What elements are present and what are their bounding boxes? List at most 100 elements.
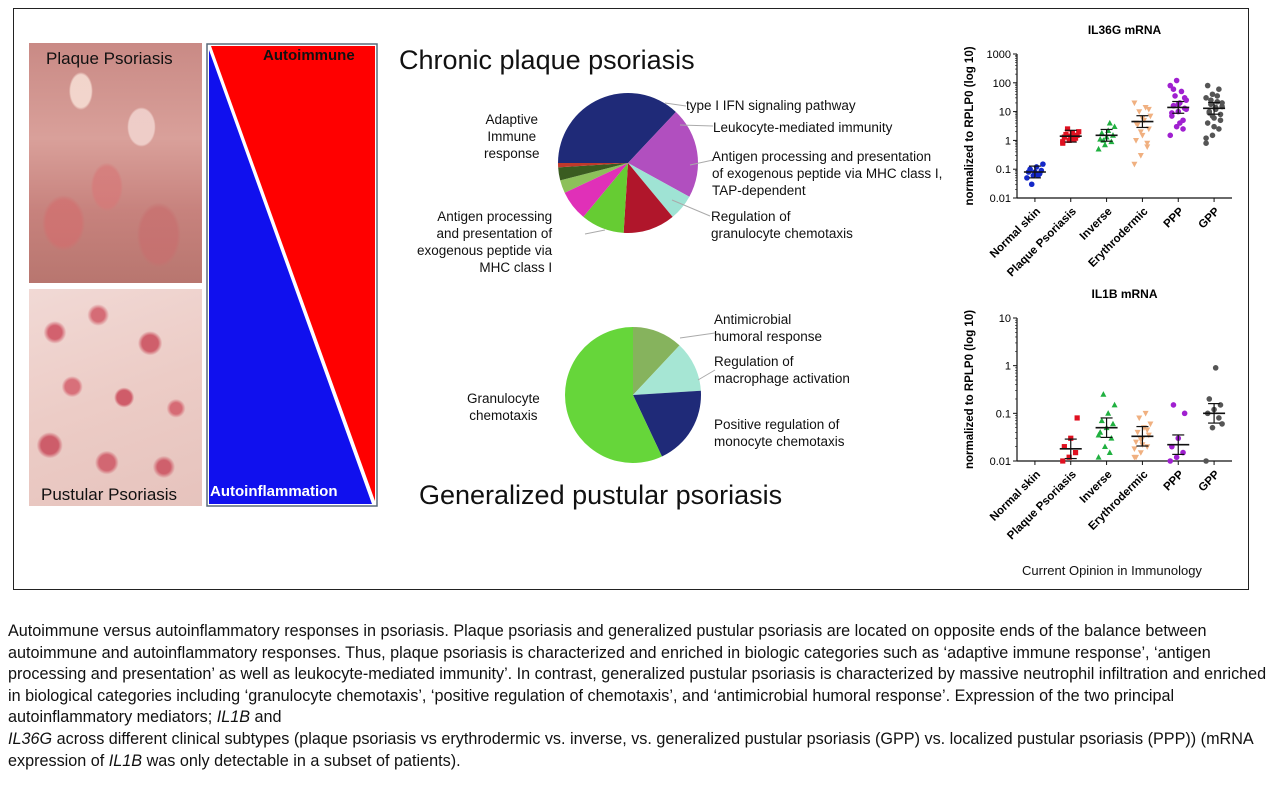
il36g-point-3-1 [1137, 153, 1144, 159]
il36g-ytick-label-3: 1 [1005, 135, 1011, 147]
il36g-ytick-label-0: 1000 [987, 49, 1011, 61]
plaque-slice-4 [583, 163, 628, 233]
il36g-ytick-label-4: 0.1 [996, 164, 1011, 176]
il1b-point-2-0 [1095, 454, 1102, 460]
il36g-point-1-7 [1069, 130, 1075, 136]
generalized-pustular-title: Generalized pustular psoriasis [419, 480, 783, 510]
il36g-ylabel: normalized to RPLP0 (log 10) [964, 46, 976, 205]
il36g-point-4-14 [1169, 110, 1175, 116]
caption-gene-il1b: IL1B [216, 708, 251, 727]
il1b-point-2-8 [1111, 401, 1118, 408]
il1b-point-3-13 [1144, 427, 1151, 434]
il1b-point-2-11 [1095, 431, 1102, 438]
il1b-point-3-2 [1144, 444, 1151, 450]
il1b-point-5-5 [1217, 402, 1224, 408]
il1b-point-1-2 [1072, 450, 1079, 456]
il36g-point-5-12 [1209, 91, 1216, 98]
plaque-slice-5 [564, 163, 628, 217]
il36g-point-5-10 [1214, 98, 1221, 105]
caption-part3: was only detectable in a subset of patie… [142, 751, 461, 770]
il36g-point-1-5 [1074, 132, 1080, 138]
pie-label-antimicrobial: Antimicrobial humoral response [714, 311, 822, 345]
leader-line-0 [664, 102, 687, 107]
il1b-point-5-6 [1206, 396, 1213, 402]
plaque-slice-7 [558, 163, 628, 181]
il36g-point-4-16 [1181, 95, 1188, 101]
il36g-ytick-label-1: 100 [993, 78, 1011, 90]
pie-plaque [558, 92, 698, 234]
pie-pustular [564, 327, 701, 464]
il36g-point-5-2 [1216, 126, 1222, 132]
il36g-point-3-2 [1144, 144, 1151, 150]
il36g-point-4-11 [1167, 82, 1174, 89]
pie-label-adaptive: Adaptive Immune response [484, 111, 540, 162]
pustular-psoriasis-photo: Pustular Psoriasis [29, 289, 202, 506]
autoimmune-label: Autoimmune [263, 47, 355, 64]
plaque-psoriasis-label: Plaque Psoriasis [46, 49, 173, 68]
il1b-point-4-6 [1170, 402, 1177, 408]
caption-and: and [250, 708, 282, 727]
il36g-point-0-8 [1040, 161, 1046, 167]
il36g-point-2-0 [1095, 145, 1102, 152]
pie-label-antigen-mhc1-text: Antigen processing and presentation of e… [417, 209, 553, 275]
balance-triangle: Autoimmune Autoinflammation [206, 43, 378, 507]
pie-label-ifn: type I IFN signaling pathway [686, 97, 856, 114]
leader-line-1 [679, 124, 714, 127]
il1b-point-2-10 [1106, 449, 1113, 456]
il36g-xtick-label-2: Inverse [1078, 206, 1115, 243]
pie-label-macrophage-text: Regulation of macrophage activation [714, 354, 850, 386]
il36g-point-4-1 [1173, 123, 1180, 130]
il1b-point-5-8 [1219, 421, 1225, 427]
il36g-point-5-1 [1209, 132, 1216, 139]
pie-label-antigen-tap: Antigen processing and presentation of e… [712, 148, 942, 199]
il36g-point-4-17 [1170, 86, 1177, 92]
journal-credit: Current Opinion in Immunology [1022, 563, 1202, 578]
autoinflammation-label: Autoinflammation [210, 483, 338, 500]
il1b-point-1-4 [1068, 435, 1074, 441]
il1b-point-3-6 [1134, 429, 1141, 436]
il36g-point-1-11 [1060, 140, 1066, 146]
il36g-point-3-3 [1133, 138, 1140, 144]
il36g-point-2-3 [1097, 136, 1104, 142]
il1b-point-2-1 [1101, 443, 1108, 450]
il36g-point-3-16 [1145, 106, 1152, 113]
il1b-point-1-0 [1060, 458, 1066, 464]
il36g-point-1-9 [1064, 126, 1071, 132]
il36g-point-5-0 [1203, 140, 1209, 146]
figure-frame [13, 8, 1249, 590]
il36g-point-5-21 [1214, 93, 1221, 99]
il36g-xtick-label-5: GPP [1197, 205, 1223, 231]
caption-gene-il1b-2: IL1B [108, 751, 143, 770]
il36g-point-3-8 [1147, 113, 1154, 120]
il1b-ytick-label-0: 10 [999, 313, 1011, 325]
il36g-point-5-5 [1217, 111, 1224, 118]
il1b-xtick-label-1: Plaque Psoriasis [1005, 469, 1079, 543]
il36g-point-3-0 [1131, 161, 1138, 168]
il36g-point-1-1 [1066, 137, 1072, 143]
plaque-slice-3 [623, 163, 673, 234]
il36g-point-2-6 [1098, 129, 1105, 136]
pie-leader-lines [584, 102, 716, 381]
autoimmune-wedge [211, 46, 375, 501]
il1b-point-5-7 [1212, 365, 1219, 371]
leader-line-4 [584, 229, 606, 235]
il1b-ylabel: normalized to RPLP0 (log 10) [964, 310, 976, 469]
il1b-point-1-1 [1066, 454, 1072, 460]
il36g-point-0-6 [1027, 166, 1033, 172]
il36g-point-2-10 [1106, 119, 1113, 126]
il1b-point-5-0 [1203, 458, 1209, 464]
il36g-point-5-22 [1203, 135, 1209, 141]
il1b-point-4-1 [1173, 454, 1180, 461]
il1b-point-3-3 [1133, 439, 1140, 446]
il1b-point-2-5 [1109, 420, 1116, 427]
pie-label-antigen-tap-text: Antigen processing and presentation of e… [712, 149, 943, 198]
pustular-slice-2 [633, 390, 701, 457]
il1b-point-3-8 [1147, 421, 1154, 428]
pie-label-granulocyte-chemotaxis: Granulocyte chemotaxis [467, 390, 540, 424]
il1b-ytick-label-1: 1 [1005, 361, 1011, 373]
il36g-point-5-13 [1216, 86, 1222, 92]
il36g-point-5-11 [1203, 95, 1209, 101]
plaque-slice-8 [558, 163, 628, 168]
chronic-plaque-title: Chronic plaque psoriasis [399, 45, 695, 75]
figure-caption: Autoimmune versus autoinflammatory respo… [8, 621, 1270, 772]
